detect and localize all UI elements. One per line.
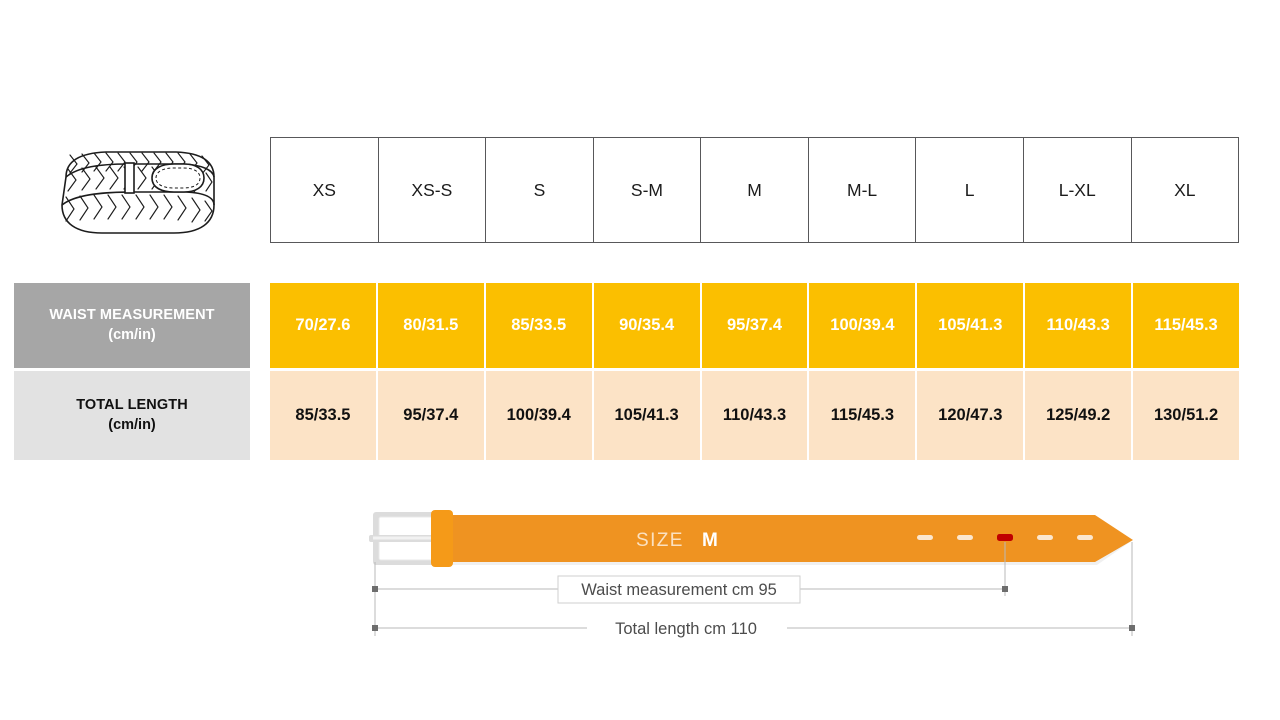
waist-value-cell: 85/33.5 — [485, 283, 592, 368]
waist-label-unit: (cm/in) — [108, 326, 156, 343]
waist-value-cell: 70/27.6 — [270, 283, 376, 368]
braided-belt-illustration — [56, 143, 218, 241]
waist-value-cell: 105/41.3 — [917, 283, 1024, 368]
waist-dimension-label: Waist measurement cm 95 — [581, 581, 777, 599]
total-label-text: TOTAL LENGTH — [76, 396, 188, 413]
total-dimension-label: Total length cm 110 — [615, 620, 757, 638]
size-caption-label: SIZE — [636, 530, 684, 551]
size-header-cell: S-M — [594, 138, 702, 242]
belt-buckle — [369, 512, 447, 565]
waist-value-cell: 110/43.3 — [1025, 283, 1132, 368]
total-value-cell: 100/39.4 — [485, 371, 592, 460]
size-header-cell: S — [486, 138, 594, 242]
total-value-cell: 105/41.3 — [593, 371, 700, 460]
size-header-cell: M — [701, 138, 809, 242]
waist-value-cell: 95/37.4 — [701, 283, 808, 368]
total-value-cell: 110/43.3 — [701, 371, 808, 460]
size-header-cell: XS — [271, 138, 379, 242]
waist-dimension-line: Waist measurement cm 95 — [372, 575, 1008, 604]
waist-value-cell: 90/35.4 — [593, 283, 700, 368]
waist-value-cell: 80/31.5 — [377, 283, 484, 368]
total-length-label: TOTAL LENGTH (cm/in) — [14, 371, 250, 460]
belt-strap — [443, 515, 1133, 562]
size-header-cell: L — [916, 138, 1024, 242]
total-label-unit: (cm/in) — [108, 416, 156, 433]
belt-hole — [1077, 535, 1093, 540]
belt-hole — [957, 535, 973, 540]
waist-value-cells: 70/27.6 80/31.5 85/33.5 90/35.4 95/37.4 … — [270, 283, 1240, 368]
waist-measurement-row: WAIST MEASUREMENT (cm/in) 70/27.6 80/31.… — [0, 283, 1280, 368]
total-value-cell: 125/49.2 — [1025, 371, 1132, 460]
belt-hole — [1037, 535, 1053, 540]
belt-hole-highlighted — [997, 534, 1013, 541]
total-dimension-line: Total length cm 110 — [372, 615, 1135, 641]
total-value-cell: 95/37.4 — [377, 371, 484, 460]
size-caption-value: M — [702, 530, 718, 551]
belt-holes — [917, 534, 1093, 541]
belt-measurement-diagram: SIZE M Waist measurement cm 95 — [355, 500, 1155, 650]
belt-hole — [917, 535, 933, 540]
size-header-cell: XS-S — [379, 138, 487, 242]
total-value-cell: 85/33.5 — [270, 371, 376, 460]
waist-measurement-label: WAIST MEASUREMENT (cm/in) — [14, 283, 250, 368]
size-header-cell: M-L — [809, 138, 917, 242]
size-header-cell: XL — [1174, 179, 1196, 200]
total-value-cell: 130/51.2 — [1133, 371, 1240, 460]
waist-label-text: WAIST MEASUREMENT — [49, 306, 215, 323]
size-header-table: XS XS-S S S-M M M-L L L-XL XL — [270, 137, 1239, 243]
total-value-cells: 85/33.5 95/37.4 100/39.4 105/41.3 110/43… — [270, 371, 1240, 460]
total-value-cell: 120/47.3 — [917, 371, 1024, 460]
total-length-row: TOTAL LENGTH (cm/in) 85/33.5 95/37.4 100… — [0, 371, 1280, 460]
total-value-cell: 115/45.3 — [809, 371, 916, 460]
belt-keeper-loop — [431, 510, 453, 567]
waist-value-cell: 115/45.3 — [1133, 283, 1240, 368]
size-header-cell: L-XL — [1024, 138, 1132, 242]
waist-value-cell: 100/39.4 — [809, 283, 916, 368]
